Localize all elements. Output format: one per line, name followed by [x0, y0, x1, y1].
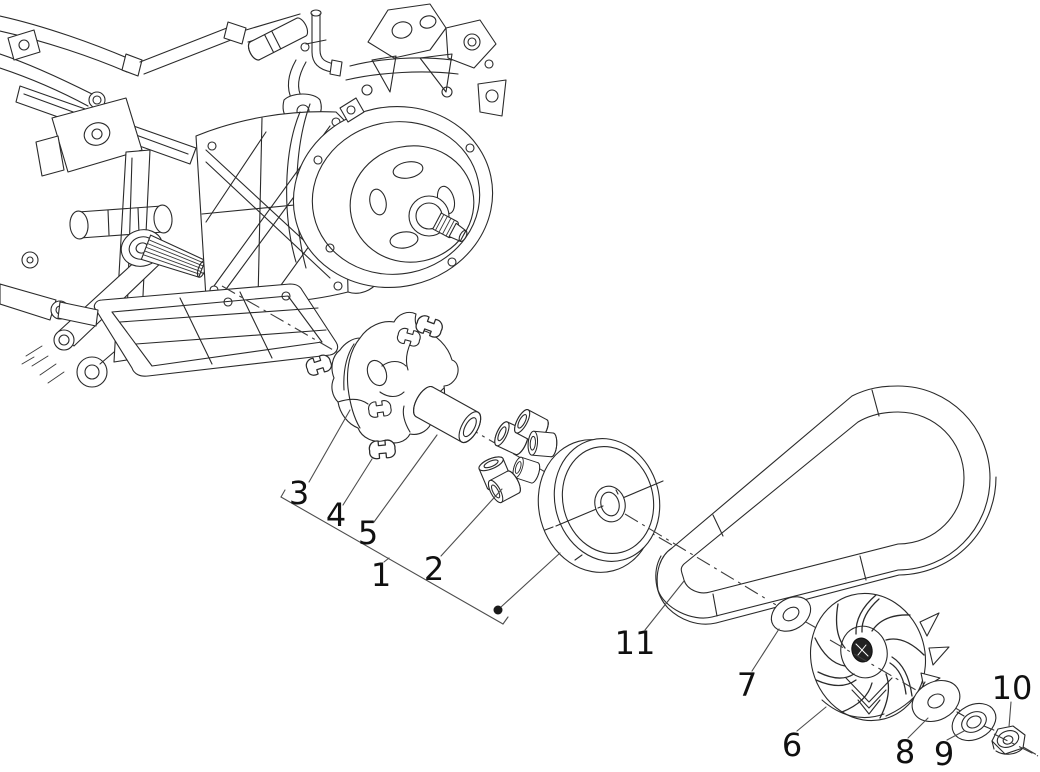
callout-10-leader: [1008, 701, 1012, 728]
callout-11-label: 11: [615, 624, 656, 662]
flat-washer: [911, 679, 961, 723]
callout-4-label: 4: [326, 496, 346, 534]
callout-5-label: 5: [358, 514, 378, 552]
callout-5-leader: [373, 434, 438, 523]
engine-reference-drawing: [0, 3, 507, 388]
callout-3-leader: [308, 409, 351, 483]
callout-labels: 1 2 3 4 5 6 7 8 9 10 11: [289, 474, 1033, 772]
drive-belt: [655, 385, 997, 625]
callout-leader-lines: [280, 409, 1012, 741]
flange-nut: [991, 725, 1026, 755]
callout-8-leader: [907, 717, 929, 739]
spacer-bushing: [413, 386, 482, 444]
callout-10-label: 10: [992, 669, 1033, 707]
callout-2-leader: [440, 488, 503, 557]
callout-6-leader: [796, 706, 827, 732]
callout-2-label: 2: [424, 550, 444, 588]
callout-1-assembly-bracket: [280, 496, 504, 625]
guide-slider-clip-bottom: [368, 438, 397, 460]
center-axis-overlay-3: [993, 733, 1039, 757]
movable-pulley-half: [537, 438, 664, 573]
callout-8-label: 8: [895, 733, 915, 771]
callout-9-label: 9: [934, 735, 954, 772]
callout-4-leader: [342, 458, 373, 506]
callout-11-leader: [644, 580, 685, 631]
callout-1-dot-leader: [500, 552, 561, 608]
fan-pulley-half: [809, 592, 950, 722]
center-axis-overlay-2: [829, 639, 929, 698]
callout-7-leader: [751, 628, 780, 672]
callout-3-label: 3: [289, 474, 309, 512]
callout-1-label: 1: [371, 556, 391, 594]
belt-side-washer: [770, 596, 812, 632]
callout-6-label: 6: [782, 726, 802, 764]
callout-1-tick: [383, 557, 390, 563]
callout-1-dot: [493, 605, 503, 615]
callout-9-leader: [946, 730, 965, 741]
callout-7-label: 7: [737, 666, 757, 704]
